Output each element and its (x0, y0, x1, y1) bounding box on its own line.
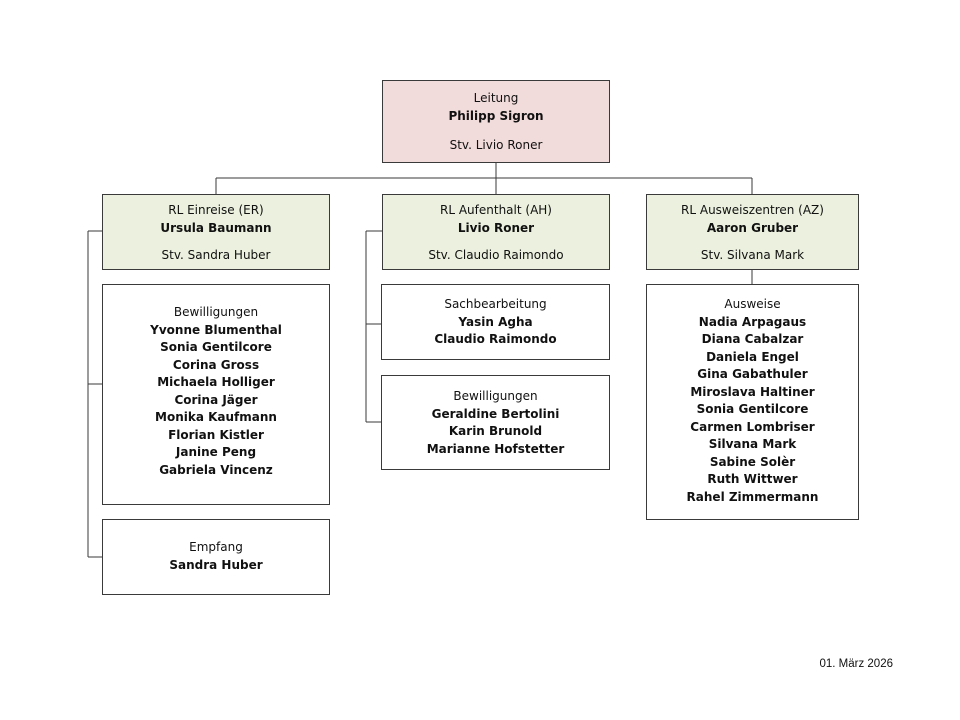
member-name: Yasin Agha (458, 314, 533, 329)
box-deputy: Stv. Silvana Mark (700, 248, 805, 262)
box-lead: Philipp Sigron (448, 108, 544, 123)
member-name: Karin Brunold (448, 424, 543, 438)
box-title: Leitung (473, 91, 519, 105)
member-name: Ruth Wittwer (707, 472, 798, 486)
org-box-ausweiszentren: RL Ausweiszentren (AZ) Aaron Gruber Stv.… (646, 194, 859, 270)
member-name: Marianne Hofstetter (426, 441, 565, 456)
member-name: Sonia Gentilcore (696, 402, 809, 416)
member-name: Sabine Solèr (709, 454, 796, 469)
member-name: Corina Jäger (174, 392, 258, 407)
box-lead: Aaron Gruber (706, 220, 799, 235)
org-box-einreise: RL Einreise (ER) Ursula Baumann Stv. San… (102, 194, 330, 270)
org-box-ah-sachbearbeitung: Sachbearbeitung Yasin Agha Claudio Raimo… (381, 284, 610, 360)
box-title: Empfang (189, 540, 243, 554)
member-name: Monika Kaufmann (155, 410, 277, 424)
member-name: Florian Kistler (168, 427, 264, 442)
footer-date: 01. März 2026 (819, 658, 893, 670)
org-box-er-bewilligungen: Bewilligungen Yvonne Blumenthal Sonia Ge… (102, 284, 330, 505)
member-name: Nadia Arpagaus (698, 314, 807, 329)
box-title: RL Aufenthalt (AH) (440, 203, 552, 217)
org-box-leitung: Leitung Philipp Sigron Stv. Livio Roner (382, 80, 610, 163)
member-name: Daniela Engel (706, 349, 799, 364)
member-name: Yvonne Blumenthal (150, 322, 282, 337)
member-name: Sandra Huber (169, 557, 263, 572)
member-name: Sonia Gentilcore (160, 340, 272, 354)
member-name: Gina Gabathuler (697, 367, 808, 381)
box-title: Ausweise (724, 297, 781, 311)
member-name: Corina Gross (172, 357, 260, 372)
box-deputy: Stv. Livio Roner (449, 138, 543, 152)
member-name: Diana Cabalzar (701, 332, 804, 346)
org-box-az-ausweise: Ausweise Nadia Arpagaus Diana Cabalzar D… (646, 284, 859, 520)
member-name: Rahel Zimmermann (686, 489, 819, 504)
member-name: Janine Peng (175, 445, 257, 459)
box-deputy: Stv. Sandra Huber (161, 248, 271, 262)
box-title: Bewilligungen (173, 305, 259, 319)
box-lead: Livio Roner (457, 220, 535, 235)
member-name: Michaela Holliger (157, 375, 275, 389)
member-name: Gabriela Vincenz (159, 462, 273, 477)
box-deputy: Stv. Claudio Raimondo (428, 248, 564, 262)
box-lead: Ursula Baumann (160, 220, 272, 235)
box-title: RL Einreise (ER) (168, 203, 264, 217)
member-name: Silvana Mark (708, 437, 797, 451)
org-box-ah-bewilligungen: Bewilligungen Geraldine Bertolini Karin … (381, 375, 610, 470)
member-name: Miroslava Haltiner (690, 384, 815, 399)
box-title: Sachbearbeitung (444, 297, 547, 311)
box-title: RL Ausweiszentren (AZ) (681, 203, 824, 217)
member-name: Claudio Raimondo (434, 332, 557, 346)
org-box-er-empfang: Empfang Sandra Huber (102, 519, 330, 595)
member-name: Carmen Lombriser (690, 419, 815, 434)
org-box-aufenthalt: RL Aufenthalt (AH) Livio Roner Stv. Clau… (382, 194, 610, 270)
member-name: Geraldine Bertolini (431, 406, 560, 421)
box-title: Bewilligungen (453, 389, 538, 403)
